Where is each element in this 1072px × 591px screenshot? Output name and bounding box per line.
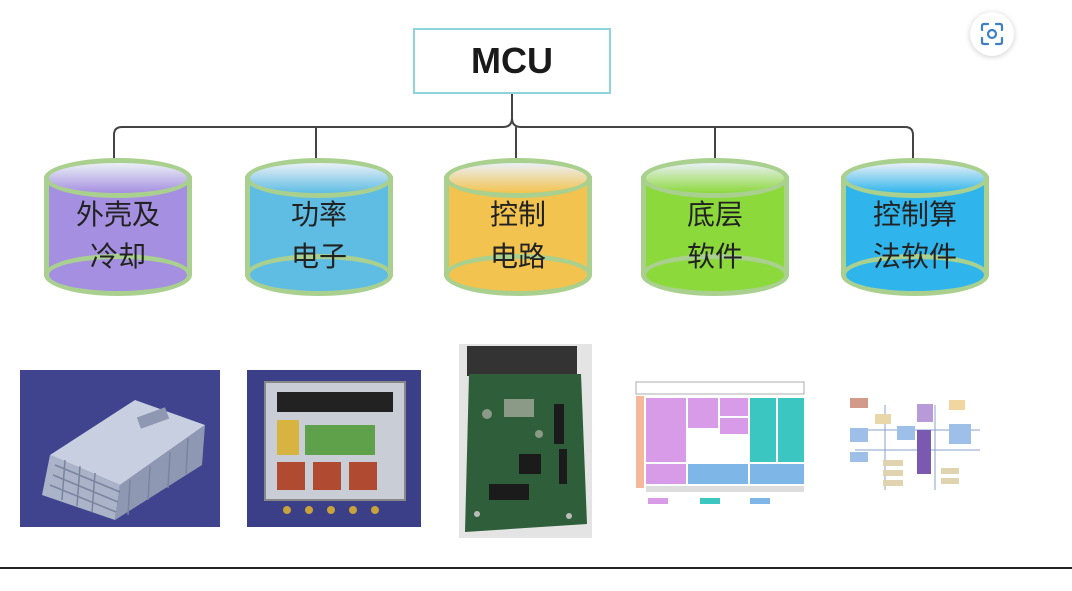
node-control-algorithm-software: 控制算 法软件 bbox=[841, 158, 989, 296]
cylinder-bottom bbox=[444, 254, 592, 296]
node-housing-cooling: 外壳及 冷却 bbox=[44, 158, 192, 296]
software-architecture-diagram-icon bbox=[630, 380, 810, 510]
cylinder-top bbox=[44, 158, 192, 198]
node-power-electronics: 功率 电子 bbox=[245, 158, 393, 296]
scan-lens-icon bbox=[980, 22, 1004, 46]
control-pcb-image bbox=[459, 344, 592, 538]
power-module-board-icon bbox=[247, 370, 421, 527]
control-circuit-pcb-icon bbox=[459, 344, 592, 538]
cylinder-bottom bbox=[44, 254, 192, 296]
image-search-button[interactable] bbox=[970, 12, 1014, 56]
node-label: 功率 电子 bbox=[290, 198, 347, 273]
node-control-circuit: 控制 电路 bbox=[444, 158, 592, 296]
cylinder-top bbox=[245, 158, 393, 198]
power-module-image bbox=[247, 370, 421, 527]
control-algorithm-block-diagram-icon bbox=[845, 390, 990, 502]
housing-cad-image bbox=[20, 370, 220, 527]
software-architecture-image bbox=[630, 380, 810, 510]
cylinder-top bbox=[641, 158, 789, 198]
node-label: 外壳及 冷却 bbox=[75, 198, 160, 273]
node-base-software: 底层 软件 bbox=[641, 158, 789, 296]
cylinder-bottom bbox=[841, 254, 989, 296]
mcu-root-box: MCU bbox=[413, 28, 611, 94]
node-label: 控制算 法软件 bbox=[872, 198, 957, 273]
cylinder-top bbox=[841, 158, 989, 198]
node-label: 底层 软件 bbox=[686, 198, 743, 273]
bottom-divider bbox=[0, 567, 1072, 569]
control-algorithm-image bbox=[845, 390, 990, 502]
cylinder-bottom bbox=[245, 254, 393, 296]
cylinder-bottom bbox=[641, 254, 789, 296]
node-label: 控制 电路 bbox=[489, 198, 546, 273]
housing-cad-render-icon bbox=[20, 370, 220, 527]
cylinder-top bbox=[444, 158, 592, 198]
mcu-root-label: MCU bbox=[471, 40, 553, 81]
